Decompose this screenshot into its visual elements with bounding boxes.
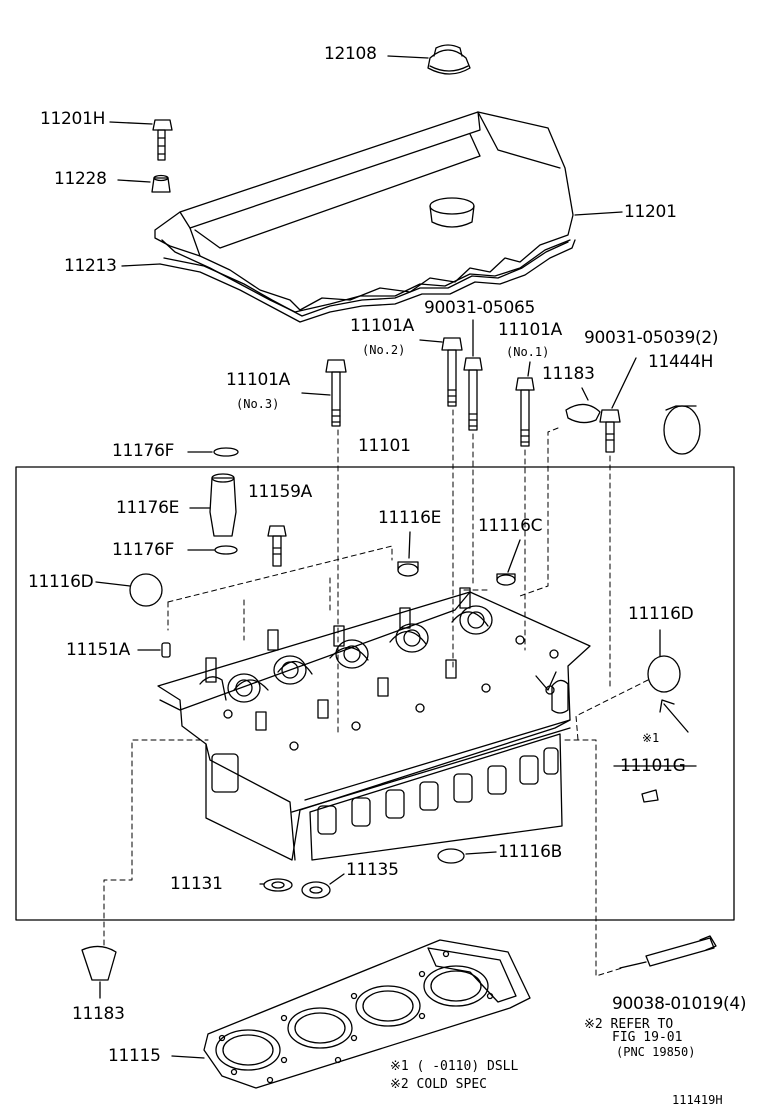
- figure-id: 111419H: [672, 1093, 723, 1107]
- head-bolts: [267, 319, 717, 969]
- oil-filler-cap: [387, 44, 471, 75]
- refer-note-line2: FIG 19-01: [612, 1030, 683, 1045]
- label-11159a: 11159A: [248, 482, 312, 502]
- refer-note-line1: ※2 REFER TO: [584, 1017, 674, 1032]
- label-11176f-a: 11176F: [112, 441, 175, 461]
- label-11115: 11115: [108, 1046, 161, 1066]
- label-no2: (No.2): [362, 343, 406, 357]
- label-11116c: 11116C: [478, 516, 543, 536]
- label-11131: 11131: [170, 874, 223, 894]
- label-11201: 11201: [624, 202, 677, 222]
- cover-bolt: [109, 119, 173, 161]
- head-gasket: [171, 939, 531, 1089]
- seal-plugs: [81, 387, 701, 999]
- label-mark1: ※1: [642, 731, 660, 745]
- label-no3: (No.3): [236, 397, 280, 411]
- label-11176e: 11176E: [116, 498, 180, 518]
- label-11101a-no3: 11101A: [226, 370, 290, 390]
- cover-gasket: [121, 239, 576, 323]
- label-11101a-no2: 11101A: [350, 316, 414, 336]
- label-11101g: 11101G: [620, 756, 686, 776]
- label-11183-bottom: 11183: [72, 1004, 125, 1024]
- label-90038-01019: 90038-01019(4): [612, 994, 747, 1014]
- refer-note-line3: (PNC 19850): [616, 1045, 696, 1059]
- label-11135: 11135: [346, 860, 399, 880]
- label-11151a: 11151A: [66, 640, 130, 660]
- label-90031-05039: 90031-05039(2): [584, 328, 719, 348]
- footnote-1: ※1 ( -0110) DSLL: [390, 1059, 519, 1074]
- label-11176f-b: 11176F: [112, 540, 175, 560]
- alignment-lines: [103, 409, 649, 977]
- label-12108: 12108: [324, 44, 377, 64]
- label-11116d-right: 11116D: [628, 604, 694, 624]
- label-11101: 11101: [358, 436, 411, 456]
- seals: [137, 447, 697, 899]
- label-11116d-left: 11116D: [28, 572, 94, 592]
- head-cover: [154, 111, 623, 313]
- label-11116b: 11116B: [498, 842, 562, 862]
- label-no1: (No.1): [506, 345, 550, 359]
- label-11228: 11228: [54, 169, 107, 189]
- label-11101a-no1: 11101A: [498, 320, 562, 340]
- label-11183-top: 11183: [542, 364, 595, 384]
- grommet: [117, 174, 171, 193]
- label-11201h: 11201H: [40, 109, 106, 129]
- label-11444h: 11444H: [648, 352, 714, 372]
- group-frame: [15, 466, 735, 921]
- label-90031-05065: 90031-05065: [424, 298, 535, 318]
- installation-arrow: [659, 699, 689, 733]
- footnote-2: ※2 COLD SPEC: [390, 1077, 487, 1092]
- label-11213: 11213: [64, 256, 117, 276]
- label-11116e: 11116E: [378, 508, 442, 528]
- cylinder-head: [157, 587, 591, 861]
